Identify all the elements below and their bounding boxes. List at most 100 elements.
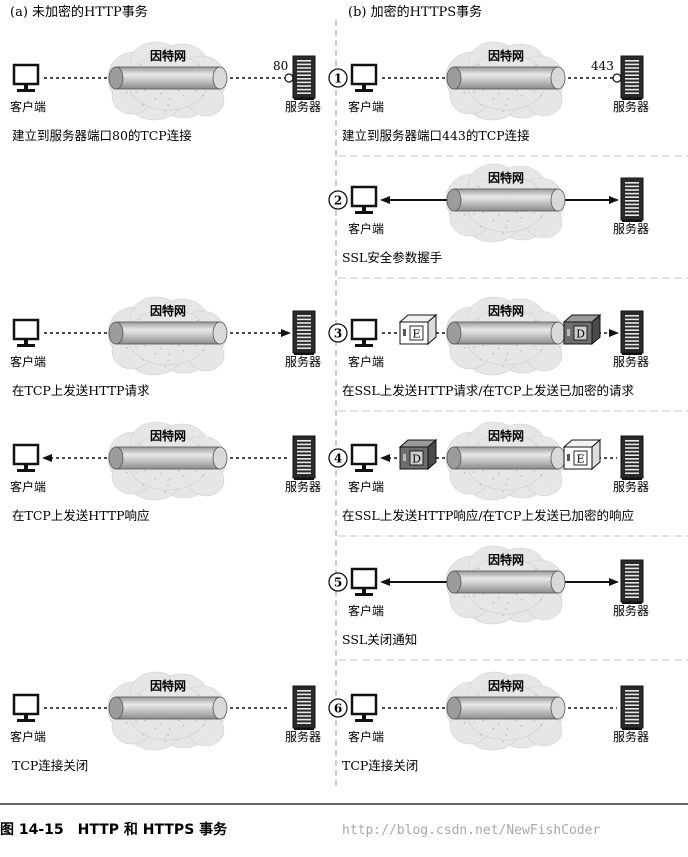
server-icon	[292, 310, 316, 355]
client-computer-icon	[12, 63, 40, 92]
server-label: 服务器	[285, 99, 321, 114]
tcp-pipe	[108, 321, 228, 345]
internet-label: 因特网	[150, 678, 186, 693]
box-letter: E	[412, 328, 420, 341]
server-icon	[620, 177, 644, 222]
client-computer-icon	[350, 567, 378, 596]
client-computer-icon	[350, 443, 378, 472]
client-computer-icon	[12, 693, 40, 722]
step-number: 3	[334, 327, 342, 341]
server-label: 服务器	[613, 729, 649, 744]
step-number-badge: 1	[328, 68, 348, 88]
tcp-pipe	[108, 446, 228, 470]
internet-label: 因特网	[150, 428, 186, 443]
client-label: 客户端	[348, 99, 384, 114]
encrypted-message-box-icon: E	[562, 438, 602, 471]
box-letter: D	[412, 453, 421, 466]
left-step-caption: 在TCP上发送HTTP响应	[12, 508, 150, 523]
header-unencrypted: (a) 未加密的HTTP事务	[10, 4, 148, 20]
box-letter: D	[576, 328, 585, 341]
step-number-badge: 5	[328, 572, 348, 592]
client-label: 客户端	[10, 354, 46, 369]
step-number-badge: 6	[328, 698, 348, 718]
internet-label: 因特网	[488, 170, 524, 185]
internet-label: 因特网	[488, 303, 524, 318]
port-connector	[612, 73, 622, 83]
server-icon	[292, 435, 316, 480]
port-label: 80	[273, 59, 288, 73]
right-step-caption: 建立到服务器端口443的TCP连接	[342, 128, 530, 143]
right-step-caption: 在SSL上发送HTTP请求/在TCP上发送已加密的请求	[342, 383, 634, 398]
right-step-caption: SSL关闭通知	[342, 632, 417, 647]
step-number: 1	[334, 72, 342, 86]
left-step-caption: 在TCP上发送HTTP请求	[12, 383, 150, 398]
tcp-pipe	[446, 188, 566, 212]
client-label: 客户端	[348, 729, 384, 744]
internet-label: 因特网	[488, 428, 524, 443]
port-label: 443	[591, 59, 614, 73]
box-letter: E	[576, 453, 584, 466]
internet-label: 因特网	[150, 303, 186, 318]
internet-label: 因特网	[488, 678, 524, 693]
left-step-caption: TCP连接关闭	[12, 758, 88, 773]
internet-label: 因特网	[488, 552, 524, 567]
step-number: 6	[334, 702, 342, 716]
left-transaction-panel: 因特网客户端服务器在TCP上发送HTTP响应	[10, 421, 321, 523]
server-icon	[620, 55, 644, 100]
tcp-pipe	[446, 446, 566, 470]
client-label: 客户端	[10, 729, 46, 744]
right-step-caption: SSL安全参数握手	[342, 250, 442, 265]
server-label: 服务器	[613, 354, 649, 369]
decrypted-message-box-icon: D	[398, 438, 438, 471]
server-icon	[292, 55, 316, 100]
server-label: 服务器	[613, 603, 649, 618]
client-computer-icon	[12, 443, 40, 472]
tcp-pipe	[446, 321, 566, 345]
tcp-pipe	[446, 570, 566, 594]
client-computer-icon	[350, 318, 378, 347]
step-number-badge: 4	[328, 448, 348, 468]
step-number: 2	[334, 194, 342, 208]
right-step-caption: TCP连接关闭	[342, 758, 418, 773]
step-number-badge: 3	[328, 323, 348, 343]
internet-label: 因特网	[150, 48, 186, 63]
client-computer-icon	[350, 693, 378, 722]
port-connector	[284, 73, 294, 83]
server-label: 服务器	[613, 221, 649, 236]
step-number-badge: 2	[328, 190, 348, 210]
right-transaction-panel: 因特网客户端服务器4431建立到服务器端口443的TCP连接	[328, 41, 649, 143]
tcp-pipe	[108, 66, 228, 90]
server-label: 服务器	[613, 99, 649, 114]
tcp-pipe	[446, 66, 566, 90]
step-number: 4	[334, 452, 342, 466]
right-step-caption: 在SSL上发送HTTP响应/在TCP上发送已加密的响应	[342, 508, 634, 523]
watermark: http://blog.csdn.net/NewFishCoder	[342, 823, 600, 838]
server-label: 服务器	[285, 354, 321, 369]
server-icon	[620, 685, 644, 730]
server-label: 服务器	[285, 729, 321, 744]
server-icon	[620, 559, 644, 604]
left-step-caption: 建立到服务器端口80的TCP连接	[12, 128, 192, 143]
client-computer-icon	[12, 318, 40, 347]
client-label: 客户端	[348, 603, 384, 618]
client-label: 客户端	[10, 99, 46, 114]
server-icon	[292, 685, 316, 730]
tcp-pipe	[446, 696, 566, 720]
client-label: 客户端	[10, 479, 46, 494]
client-computer-icon	[350, 63, 378, 92]
tcp-pipe	[108, 696, 228, 720]
client-label: 客户端	[348, 221, 384, 236]
step-number: 5	[334, 576, 342, 590]
client-computer-icon	[350, 185, 378, 214]
server-icon	[620, 310, 644, 355]
server-label: 服务器	[613, 479, 649, 494]
